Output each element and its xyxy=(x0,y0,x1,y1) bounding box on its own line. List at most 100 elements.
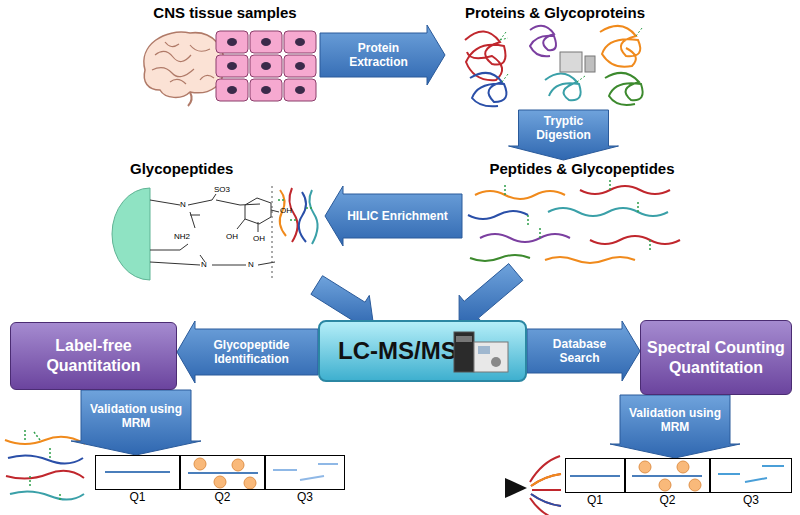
quadrupole-box: Q3 xyxy=(265,455,345,505)
glycopeptide-drawing xyxy=(272,186,273,278)
arrow-shape xyxy=(610,395,740,458)
ion-source-drawing xyxy=(505,456,561,515)
quadrupole-label: Q3 xyxy=(710,493,792,508)
quadrupole-label: Q1 xyxy=(565,493,625,508)
ion-source-drawing xyxy=(531,494,561,506)
protein-drawing xyxy=(605,73,643,105)
group-heading: Proteins & Glycoproteins xyxy=(445,4,665,22)
glycopeptide-drawing xyxy=(309,190,317,244)
protein-group: Proteins & Glycoproteins xyxy=(445,4,665,110)
quadrupole-outline xyxy=(625,458,710,493)
chemical-label: OH xyxy=(253,234,265,243)
mrm-quadrupole-contents xyxy=(188,472,258,474)
box-label: Spectral Counting Quantitation xyxy=(647,338,785,378)
hilic-bead-drawing xyxy=(237,210,279,232)
quadrupole-box: Q1 xyxy=(95,455,180,505)
mrm-quadrupole-contents xyxy=(677,461,689,473)
extraction-kit-drawing xyxy=(585,56,595,72)
glycopeptide-drawing xyxy=(272,186,318,278)
fragment-drawing xyxy=(25,430,60,502)
group-heading: Glycopeptides xyxy=(108,160,325,178)
arrow-shape xyxy=(177,321,318,383)
peptide-drawing xyxy=(480,234,570,242)
sample-group: CNS tissue samples xyxy=(130,4,320,106)
peptide-group: Peptides & Glycopeptides xyxy=(462,160,702,272)
arrow-label: Glycopeptide Identification xyxy=(193,338,310,366)
mrm-quadrupole-contents xyxy=(570,461,784,491)
ms-instrument-icon xyxy=(456,336,472,342)
box-label: Label-free Quantitation xyxy=(17,336,170,376)
brain-drawing xyxy=(144,32,223,97)
arrow-shape xyxy=(527,321,640,381)
quadrupole-label: Q2 xyxy=(625,493,710,508)
quadrupole-outline xyxy=(95,455,180,490)
hilic-bead-drawing xyxy=(150,194,275,265)
peptide-drawing xyxy=(468,211,528,219)
ms-instrument-icon xyxy=(474,342,508,372)
box-label: LC-MS/MS xyxy=(338,337,457,365)
chemical-label: N xyxy=(248,260,254,269)
quadrupole-box: Q1 xyxy=(565,458,625,508)
peptide-drawing xyxy=(545,257,635,263)
ms-instrument-icon xyxy=(478,346,490,354)
mrm-quadrupole-contents xyxy=(570,475,620,477)
chemical-label: N xyxy=(180,200,186,209)
fragment-drawing xyxy=(5,437,85,444)
method-box: Spectral Counting Quantitation xyxy=(640,320,792,395)
group-heading: Peptides & Glycopeptides xyxy=(462,160,702,178)
mrm-quadrupole-contents xyxy=(194,458,206,470)
protein-drawing xyxy=(530,26,556,56)
hilic-bead-drawing xyxy=(112,188,279,280)
arrow-shape xyxy=(320,25,445,85)
block-arrow xyxy=(325,186,462,246)
quadrupole-outline xyxy=(265,455,345,490)
block-arrow xyxy=(610,395,740,458)
mrm-quadrupole-contents xyxy=(718,466,784,482)
fragment-drawing xyxy=(8,455,83,463)
group-heading: CNS tissue samples xyxy=(130,4,320,22)
mrm-quadrupole-contents xyxy=(659,479,671,491)
mrm-quadrupole-contents xyxy=(273,464,338,480)
method-box: Label-free Quantitation xyxy=(10,322,177,390)
chemical-label: OH xyxy=(280,206,292,215)
protein-drawing xyxy=(500,28,642,82)
ion-source-drawing xyxy=(505,478,527,498)
quadrupole-outline xyxy=(565,458,625,493)
quadrupole-outline xyxy=(710,458,792,493)
glycopeptide-drawing xyxy=(289,188,297,242)
arrow-shape xyxy=(71,390,201,455)
protein-drawing xyxy=(600,26,640,67)
protein-drawing xyxy=(470,73,506,106)
cell-drawing xyxy=(215,30,317,102)
brain-drawing xyxy=(188,92,192,106)
mrm-quadrupole-contents xyxy=(632,475,702,477)
ms-instrument-icon xyxy=(454,332,474,372)
fragment-drawing xyxy=(10,491,84,499)
peptide-drawing xyxy=(505,178,650,250)
chemical-label: N xyxy=(201,260,207,269)
quadrupole-label: Q1 xyxy=(95,490,180,505)
arrow-label: Database Search xyxy=(535,337,624,365)
arrow-label: Protein Extraction xyxy=(328,41,429,69)
block-arrow xyxy=(177,321,318,383)
arrow-shape xyxy=(459,264,523,325)
mrm-quadrupole-contents xyxy=(105,471,170,473)
arrow-label: Validation using MRM xyxy=(86,402,186,430)
brain-drawing xyxy=(152,42,214,84)
mrm-quadrupole-contents xyxy=(214,476,226,488)
arrow-shape xyxy=(509,110,619,160)
arrow-label: Tryptic Digestion xyxy=(524,114,604,142)
mrm-quadrupole-contents xyxy=(639,461,651,473)
mrm-quadrupole-contents xyxy=(244,477,256,489)
brain-drawing xyxy=(144,32,223,106)
fragment-drawing xyxy=(6,471,84,479)
arrow-label: Validation using MRM xyxy=(625,406,725,434)
peptide-drawing xyxy=(590,236,680,244)
peptide-drawing xyxy=(580,186,670,194)
glycopeptide-group: Glycopeptides xyxy=(108,160,325,285)
quadrupole-box: Q2 xyxy=(625,458,710,508)
quadrupole-label: Q2 xyxy=(180,490,265,505)
glycopeptide-drawing xyxy=(276,200,314,220)
